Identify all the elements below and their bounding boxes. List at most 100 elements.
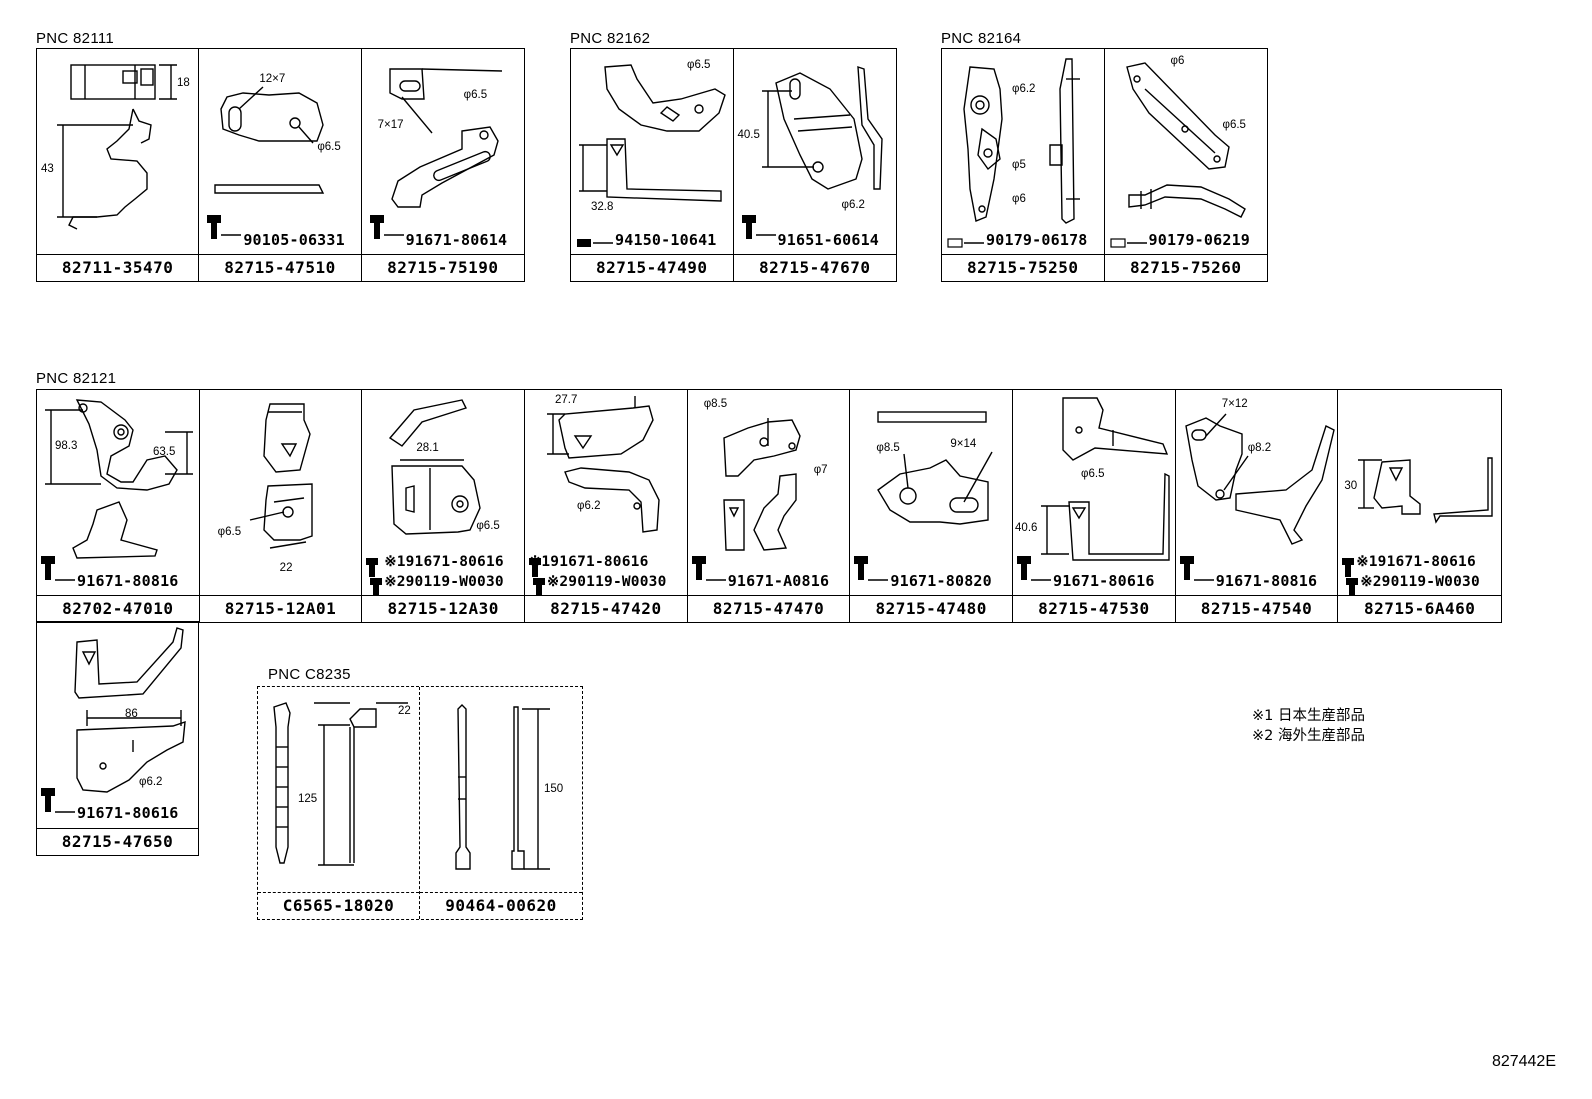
dim-label: φ7 <box>813 464 828 476</box>
part-number[interactable]: 82715-75190 <box>361 254 524 281</box>
part-number[interactable]: 82715-47510 <box>199 254 361 281</box>
bracket-drawing <box>691 418 801 581</box>
dim-label: φ6 <box>1170 55 1185 67</box>
sub-part-number[interactable]: 91671-80816 <box>1215 572 1318 590</box>
part-number[interactable]: 82715-47540 <box>1175 595 1338 622</box>
dim-label: 22 <box>398 705 411 717</box>
part-number[interactable]: 82715-47420 <box>525 595 687 622</box>
part-cell-82715-12A01[interactable]: φ6.5 22 82715-12A01 <box>199 390 363 622</box>
sub-part-number[interactable]: ※191671-80616 <box>529 554 649 570</box>
bracket-drawing <box>854 411 993 581</box>
part-cell-82711-35470[interactable]: 18 43 82711-35470 <box>37 49 200 281</box>
sub-part-number[interactable]: ※290119-W0030 <box>1360 574 1480 590</box>
part-cell-82715-75250[interactable]: φ6.2 φ5 φ6 90179-06178 82715-75250 <box>942 49 1105 281</box>
part-cell-82715-47490[interactable]: φ6.5 32.8 94150-10641 82715-47490 <box>571 49 734 281</box>
dim-label: 150 <box>544 783 564 795</box>
group-82162: φ6.5 32.8 94150-10641 82715-47490 40.5 φ <box>570 48 897 282</box>
cable-tie-drawing <box>455 704 550 870</box>
dim-label: φ6 <box>1012 193 1026 205</box>
group-C8235: 22 125 C6565-18020 150 90464-00620 <box>257 686 583 920</box>
part-cell-82715-75190[interactable]: 7×17 φ6.5 91671-80614 82715-75190 <box>361 49 524 281</box>
sub-part-number[interactable]: 91651-60614 <box>777 231 880 249</box>
dim-label: φ6.5 <box>217 526 242 538</box>
bracket-drawing <box>207 86 325 239</box>
part-cell-90464-00620[interactable]: 150 90464-00620 <box>420 687 582 919</box>
part-cell-82715-47670[interactable]: 40.5 φ6.2 91651-60614 82715-47670 <box>733 49 896 281</box>
part-number[interactable]: 82715-47490 <box>571 254 733 281</box>
sub-part-number[interactable]: ※290119-W0030 <box>547 574 667 590</box>
part-cell-82715-75260[interactable]: φ6 φ6.5 90179-06219 82715-75260 <box>1104 49 1267 281</box>
part-cell-82715-47650[interactable]: 86 φ6.2 91671-80616 82715-47650 <box>37 622 198 855</box>
sub-part-number[interactable]: ※290119-W0030 <box>384 574 504 590</box>
dim-label: 40.5 <box>737 129 760 141</box>
dim-label: 7×17 <box>377 119 404 131</box>
bracket-drawing <box>249 403 313 549</box>
part-number[interactable]: 90464-00620 <box>420 892 582 919</box>
part-cell-82715-47480[interactable]: φ8.5 9×14 91671-80820 82715-47480 <box>850 390 1014 622</box>
sub-part-number[interactable]: 91671-A0816 <box>727 572 830 590</box>
part-number[interactable]: 82715-47650 <box>37 828 198 855</box>
bracket-drawing <box>41 627 186 813</box>
pnc-label-82162: PNC 82162 <box>570 30 651 47</box>
sub-part-number[interactable]: 91671-80614 <box>405 231 508 249</box>
sub-part-number[interactable]: 91671-80820 <box>890 572 992 590</box>
part-cell-82715-47540[interactable]: 7×12 φ8.2 91671-80816 82715-47540 <box>1175 390 1339 622</box>
dim-label: 63.5 <box>153 446 176 458</box>
sub-part-number[interactable]: 91671-80616 <box>77 804 179 822</box>
dim-label: φ6.5 <box>463 89 488 101</box>
bracket-drawing <box>1109 62 1246 248</box>
dim-label: φ8.2 <box>1247 442 1272 454</box>
part-number[interactable]: 82715-12A30 <box>362 595 525 622</box>
dim-label: φ8.5 <box>876 442 900 454</box>
sub-part-number[interactable]: 90179-06178 <box>986 231 1088 249</box>
dim-label: φ6.2 <box>1012 83 1036 95</box>
part-cell-82715-47510[interactable]: 12×7 φ6.5 90105-06331 82715-47510 <box>199 49 362 281</box>
sub-part-number[interactable]: 94150-10641 <box>615 231 717 249</box>
bracket-drawing <box>57 64 177 230</box>
part-cell-82715-47420[interactable]: 27.7 φ6.2 ※191671-80616 ※290119-W0030 82… <box>525 390 688 622</box>
sub-part-number[interactable]: 91671-80616 <box>1053 572 1155 590</box>
part-number[interactable]: C6565-18020 <box>258 892 419 919</box>
pnc-label-82111: PNC 82111 <box>36 30 115 47</box>
pnc-label-C8235: PNC C8235 <box>268 666 351 683</box>
sub-part-number[interactable]: ※191671-80616 <box>384 554 504 570</box>
part-cell-82715-6A460[interactable]: 30 ※191671-80616 ※290119-W0030 82715-6A4… <box>1338 390 1502 622</box>
dim-label: φ6.2 <box>841 199 865 211</box>
part-cell-82715-47530[interactable]: φ6.5 40.6 91671-80616 82715-47530 <box>1013 390 1176 622</box>
bracket-drawing <box>741 66 883 239</box>
bracket-drawing <box>366 399 482 595</box>
sub-part-number[interactable]: ※191671-80616 <box>1356 554 1476 570</box>
part-number[interactable]: 82715-6A460 <box>1338 595 1502 622</box>
part-cell-82715-12A30[interactable]: 28.1 φ6.5 ※191671-80616 ※290119-W0030 82… <box>362 390 526 622</box>
dim-label: 125 <box>298 793 318 805</box>
sub-part-number[interactable]: 91671-80816 <box>77 572 179 590</box>
sub-part-number[interactable]: 90179-06219 <box>1148 231 1251 249</box>
part-cell-C6565-18020[interactable]: 22 125 C6565-18020 <box>258 687 420 919</box>
dim-label: 86 <box>125 708 138 720</box>
bracket-drawing <box>947 58 1080 248</box>
group-82111: 18 43 82711-35470 12×7 φ6.5 90105-06331 … <box>36 48 525 282</box>
pnc-label-82121: PNC 82121 <box>36 370 117 387</box>
group-82121: 98.3 63.5 91671-80816 82702-47010 φ6.5 <box>36 389 1502 623</box>
bracket-drawing <box>1017 397 1170 581</box>
part-number[interactable]: 82715-75250 <box>942 254 1104 281</box>
diagram-id: 827442E <box>1491 1053 1556 1070</box>
part-number[interactable]: 82715-75260 <box>1104 254 1267 281</box>
part-number[interactable]: 82715-47670 <box>733 254 896 281</box>
dim-label: φ6.5 <box>1081 468 1105 480</box>
dim-label: φ5 <box>1012 159 1026 171</box>
part-number[interactable]: 82715-12A01 <box>199 595 362 622</box>
bracket-drawing <box>41 399 193 581</box>
part-number[interactable]: 82711-35470 <box>37 254 199 281</box>
bracket-drawing <box>1342 457 1494 595</box>
part-cell-82715-47470[interactable]: φ8.5 φ7 91671-A0816 82715-47470 <box>687 390 851 622</box>
part-number[interactable]: 82715-47530 <box>1013 595 1175 622</box>
part-cell-82702-47010[interactable]: 98.3 63.5 91671-80816 82702-47010 <box>37 390 200 622</box>
dim-label: 12×7 <box>259 73 286 85</box>
part-number[interactable]: 82702-47010 <box>37 595 199 622</box>
part-number[interactable]: 82715-47480 <box>850 595 1013 622</box>
sub-part-number[interactable]: 90105-06331 <box>243 231 345 249</box>
dim-label: φ6.5 <box>687 59 711 71</box>
part-number[interactable]: 82715-47470 <box>687 595 850 622</box>
dim-label: 43 <box>41 163 54 175</box>
